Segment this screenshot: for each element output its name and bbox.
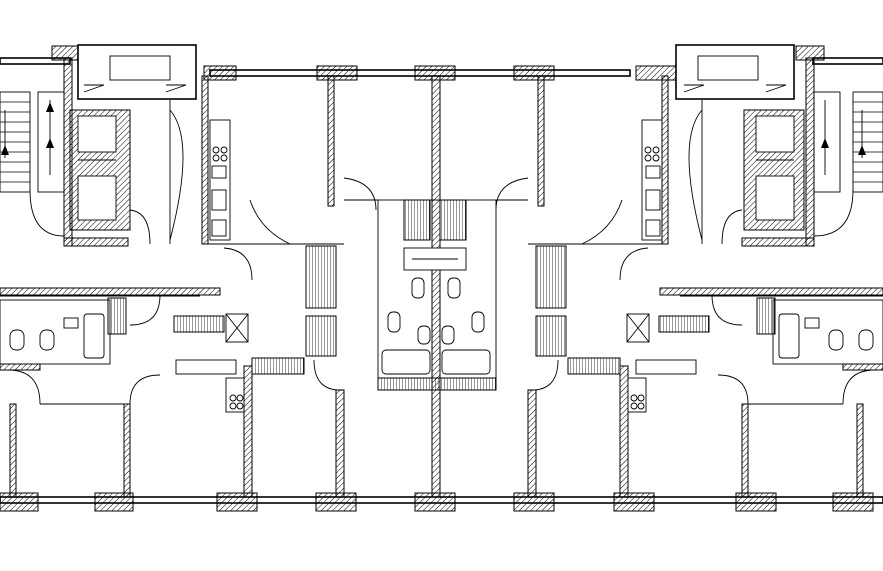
room-partitions (40, 100, 843, 405)
bathroom-right (535, 245, 883, 413)
elevator-shaft-right (743, 109, 805, 231)
door-swings (129, 199, 743, 391)
elevator-shaft-left (69, 109, 131, 231)
balcony-right (675, 44, 795, 100)
party-walls (9, 75, 864, 498)
stair-core-right (741, 57, 883, 247)
window-piers (0, 45, 874, 512)
kitchen-right (641, 109, 703, 241)
corridor-walls (0, 287, 883, 371)
balcony-left (77, 44, 197, 100)
bathroom-left (0, 245, 337, 413)
bathroom-center (343, 177, 529, 391)
kitchen-left (169, 109, 231, 241)
stair-core-left (0, 57, 129, 247)
